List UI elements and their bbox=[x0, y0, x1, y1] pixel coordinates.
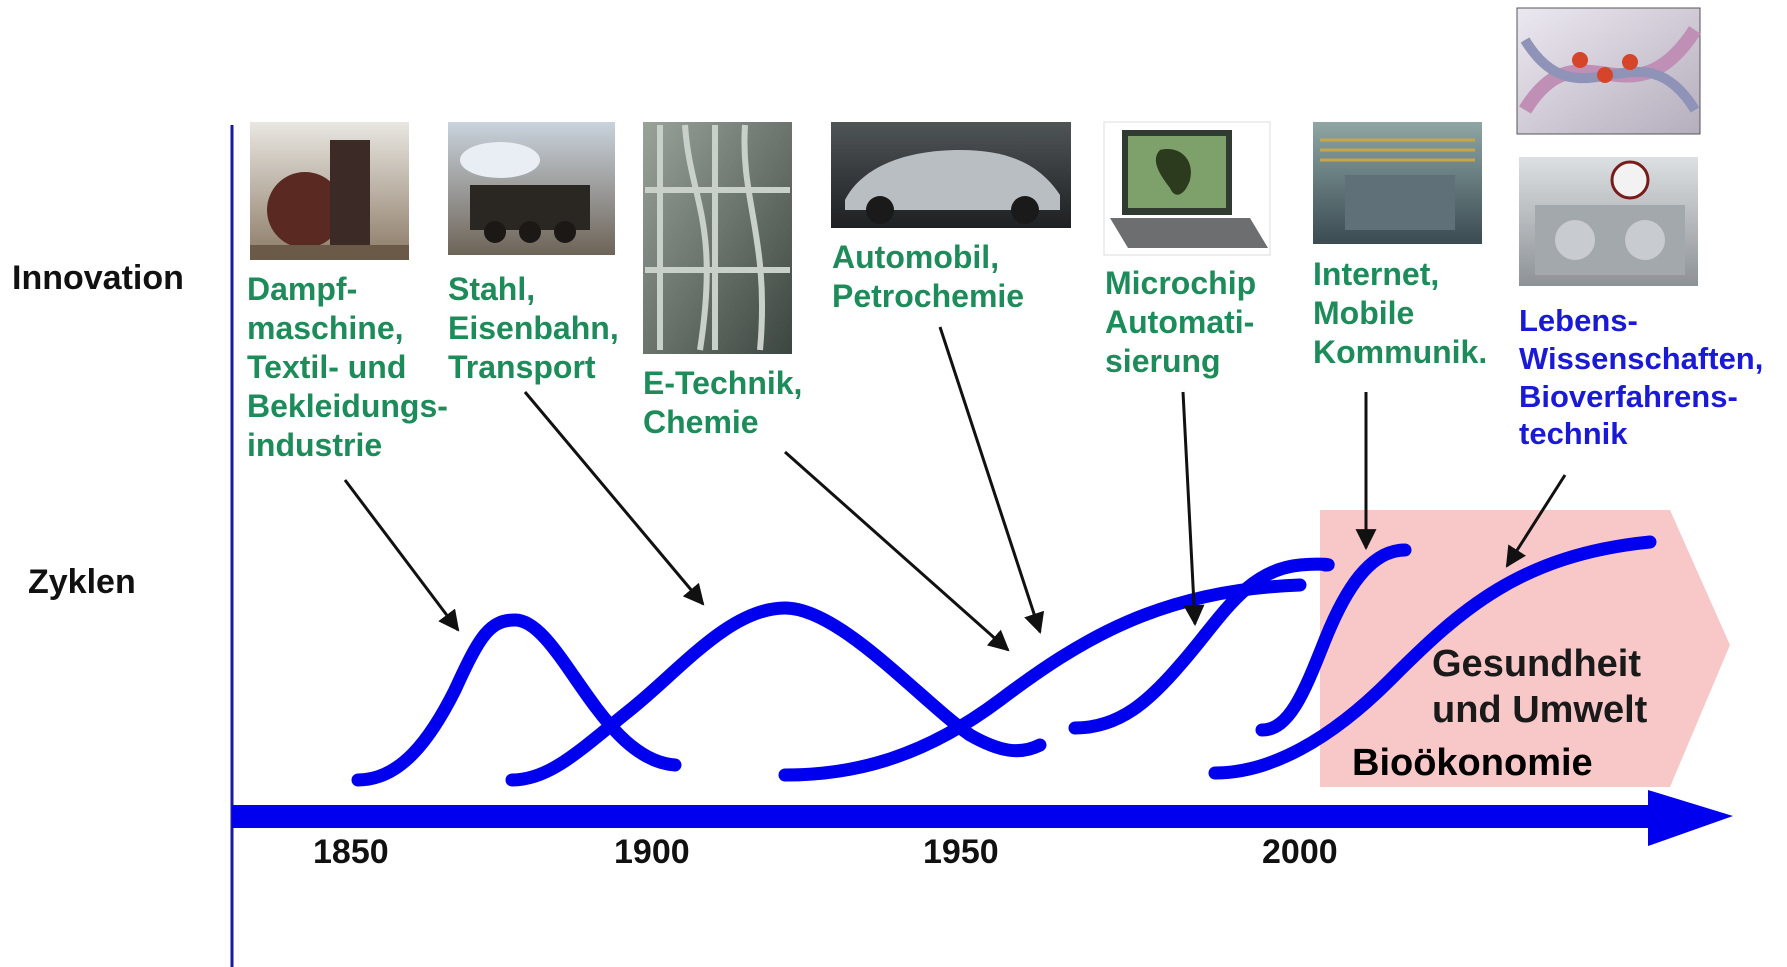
locomotive-image bbox=[448, 122, 615, 255]
innovation-label-steam: Dampf- maschine, Textil- und Bekleidungs… bbox=[247, 271, 448, 464]
innovation-label-chip: Microchip Automati- sierung bbox=[1105, 265, 1257, 380]
arrow-steam bbox=[343, 479, 460, 632]
arrow-bio bbox=[1505, 474, 1567, 568]
cycle-curve-3 bbox=[778, 578, 1307, 782]
arrow-rail bbox=[523, 391, 705, 606]
year-label-2000: 2000 bbox=[1262, 833, 1338, 871]
row-label-innovation: Innovation bbox=[12, 259, 184, 297]
chemical-pipes-image bbox=[643, 122, 792, 354]
arrow-chip bbox=[1181, 391, 1205, 627]
year-label-1900: 1900 bbox=[614, 833, 690, 871]
steam-engine-image bbox=[250, 122, 409, 260]
cycle-curve-5 bbox=[1255, 543, 1412, 737]
time-axis-arrowhead bbox=[1648, 790, 1733, 846]
bioreactor-image bbox=[1519, 157, 1698, 286]
innovation-label-bio: Lebens- Wissenschaften, Bioverfahrens- t… bbox=[1519, 303, 1764, 452]
arrow-chem bbox=[784, 450, 1010, 652]
arrow-auto bbox=[938, 326, 1045, 634]
innovation-label-internet: Internet, Mobile Kommunik. bbox=[1313, 256, 1488, 371]
cycle-curve-4 bbox=[1068, 557, 1335, 735]
year-label-1950: 1950 bbox=[923, 833, 999, 871]
time-axis-bar bbox=[232, 805, 1652, 828]
laptop-image bbox=[1103, 121, 1271, 256]
car-image bbox=[831, 122, 1071, 228]
year-label-1850: 1850 bbox=[313, 833, 389, 871]
innovation-label-auto: Automobil, Petrochemie bbox=[832, 239, 1025, 315]
dna-helix-image bbox=[1516, 7, 1701, 135]
cycle-curve-1 bbox=[351, 613, 682, 787]
future-box-text: Gesundheit und Umwelt bbox=[1432, 643, 1648, 731]
row-label-cycles: Zyklen bbox=[28, 563, 136, 601]
cycle-curve-6 bbox=[1208, 535, 1657, 780]
bioeconomy-label: Bioökonomie bbox=[1352, 742, 1593, 784]
future-box-shape bbox=[1320, 510, 1730, 787]
network-hardware-image bbox=[1313, 122, 1482, 244]
cycle-curve-2 bbox=[505, 601, 1047, 787]
innovation-label-chem: E-Technik, Chemie bbox=[643, 365, 803, 441]
innovation-label-rail: Stahl, Eisenbahn, Transport bbox=[448, 271, 619, 386]
